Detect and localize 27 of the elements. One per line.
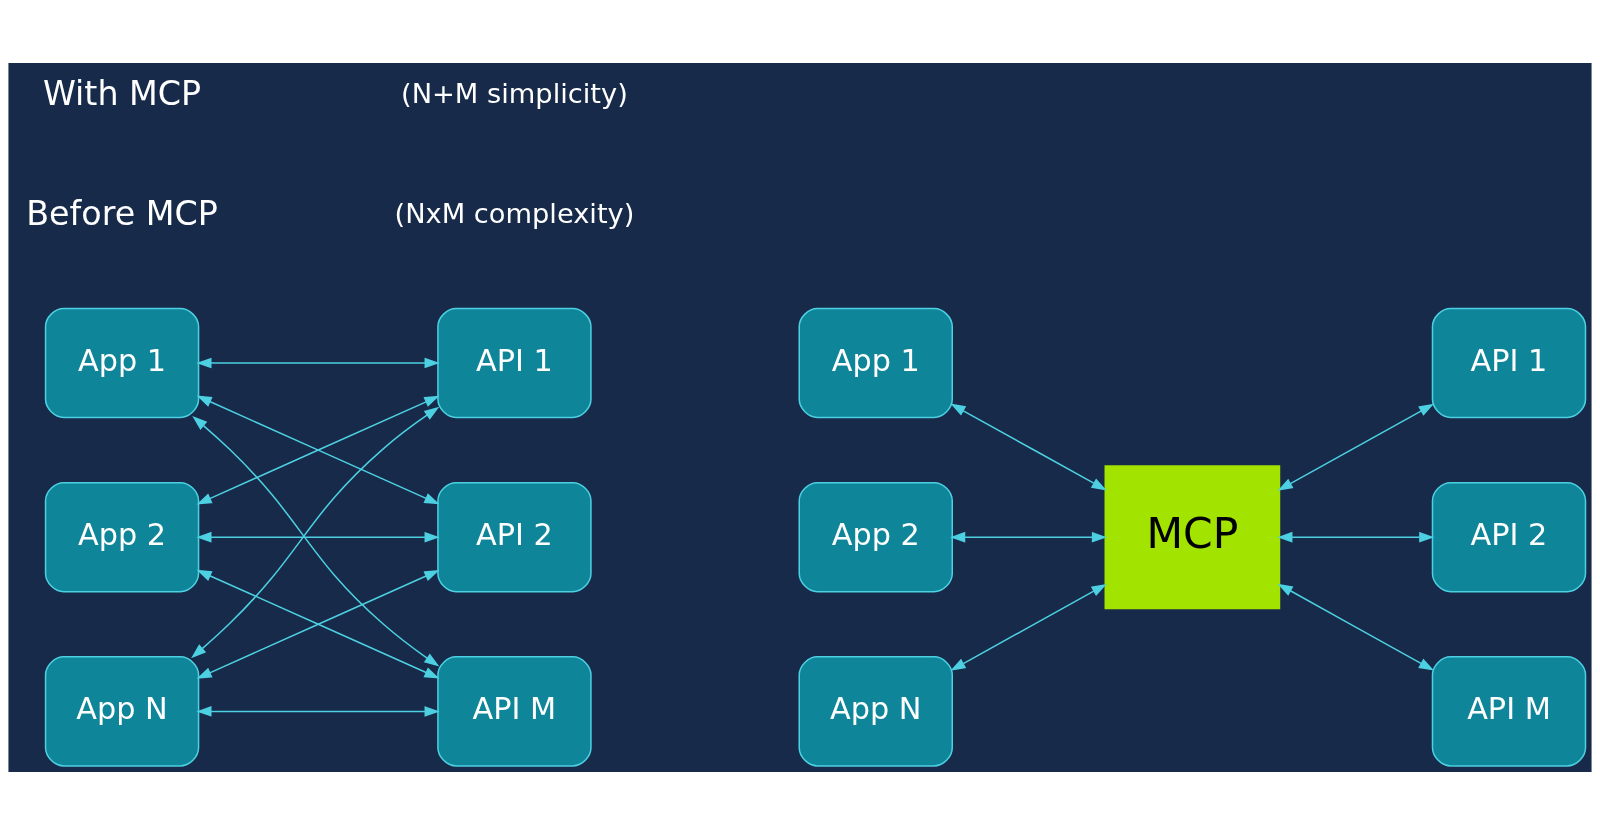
arrow bbox=[196, 357, 440, 368]
arrow bbox=[196, 569, 440, 679]
arrow bbox=[950, 531, 1107, 542]
node-box: API M bbox=[1431, 655, 1587, 767]
node-box: App 1 bbox=[44, 307, 200, 418]
arrow bbox=[1277, 583, 1435, 671]
node-box: App 1 bbox=[798, 307, 953, 418]
label: (NxM complexity) bbox=[394, 197, 635, 229]
node-box: API M bbox=[437, 655, 592, 767]
node-box: MCP bbox=[1104, 464, 1281, 609]
node-box: App 2 bbox=[798, 481, 953, 592]
node-box: App N bbox=[44, 655, 200, 767]
node-box: App 2 bbox=[44, 481, 200, 592]
node-box: API 2 bbox=[437, 481, 592, 592]
arrow bbox=[1277, 531, 1435, 542]
node-box: API 1 bbox=[1431, 307, 1587, 418]
label: Before MCP bbox=[26, 192, 218, 232]
node-box: API 1 bbox=[437, 307, 592, 418]
arrow bbox=[196, 705, 440, 717]
arrow bbox=[950, 403, 1107, 490]
label: (N+M simplicity) bbox=[401, 77, 628, 109]
arrow bbox=[1277, 403, 1435, 491]
label: With MCP bbox=[42, 73, 202, 113]
arrow bbox=[950, 583, 1107, 671]
arrow bbox=[196, 531, 440, 542]
node-box: API 2 bbox=[1431, 481, 1587, 592]
node-box: App N bbox=[798, 655, 953, 767]
